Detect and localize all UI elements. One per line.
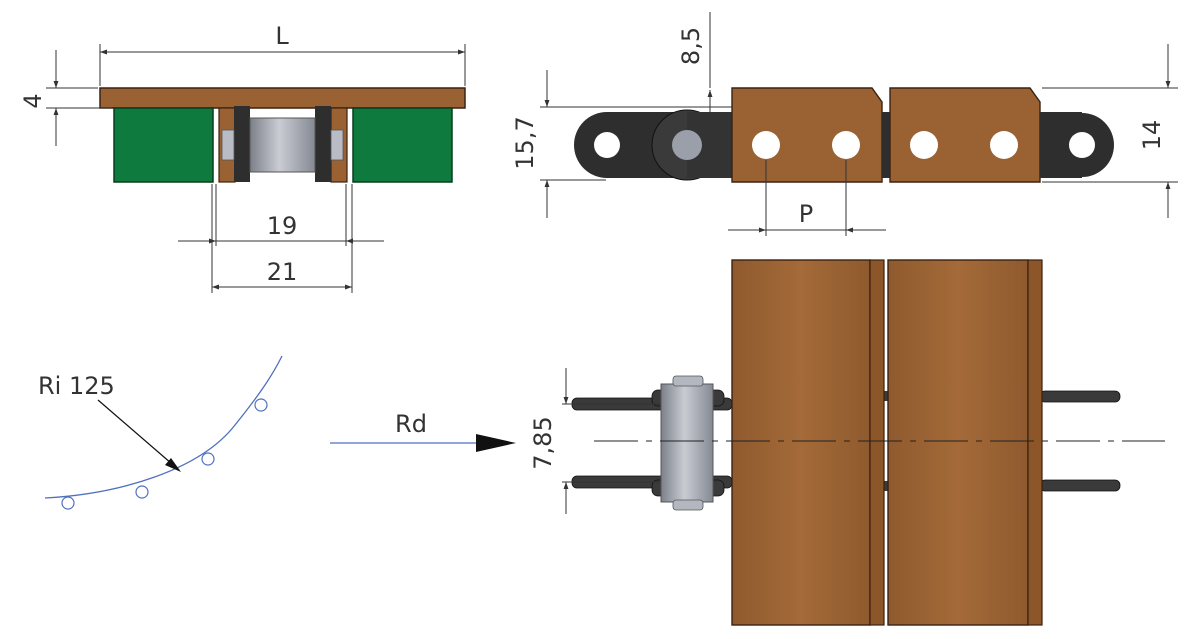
top-pin-cap (672, 375, 704, 387)
direction-arrow: Rd (330, 410, 516, 452)
plate2-hole-1 (910, 131, 938, 159)
dim-pitch-label: P (799, 200, 813, 228)
upper-link-rail-right (1039, 390, 1121, 403)
inner-radius-label: Ri 125 (38, 372, 115, 400)
curve-roller-3 (201, 452, 215, 466)
top-plate (99, 87, 466, 109)
side-view: 8,5 15,7 14 P (511, 12, 1178, 236)
curve-roller-4 (254, 398, 268, 412)
top-pin (660, 383, 714, 503)
curve-roller-2 (135, 485, 149, 499)
right-link-plate (315, 106, 331, 182)
top-pin-foot (672, 499, 704, 511)
roller-pin (249, 117, 316, 173)
side-plate-1 (731, 87, 883, 183)
plate1-hole-1 (752, 131, 780, 159)
top-plate-2 (887, 259, 1029, 626)
lower-link-rail-right (1039, 479, 1121, 492)
link-hole-right (1069, 132, 1095, 158)
upper-gap-link (880, 391, 892, 401)
side-plate-2 (889, 87, 1041, 183)
radius-arrowhead (165, 458, 181, 472)
left-link-plate (234, 106, 250, 182)
plate2-hole-2 (990, 131, 1018, 159)
top-view: 7,85 (529, 259, 1165, 626)
direction-arrowhead (476, 434, 516, 452)
lower-gap-link (880, 481, 892, 491)
dim-inner-width-label: 19 (267, 212, 298, 240)
plate1-hole-2 (832, 131, 860, 159)
dim-thickness-label: 4 (19, 93, 47, 108)
dim-length-label: L (275, 22, 289, 50)
top-plate-1-edge (869, 259, 885, 626)
inner-radius-curve (44, 355, 283, 499)
curve-roller-1 (61, 496, 75, 510)
radius-sketch: Ri 125 (38, 355, 283, 510)
pin-end-left (221, 129, 235, 161)
front-view: L 4 19 21 (19, 22, 466, 293)
top-plate-1 (731, 259, 871, 626)
pin-section (672, 130, 702, 160)
dim-outer-width-label: 21 (267, 258, 298, 286)
gap-link (882, 112, 890, 178)
right-pad (352, 107, 453, 183)
direction-label: Rd (395, 410, 427, 438)
link-hole-left (594, 132, 620, 158)
dim-plate-height-label: 14 (1138, 120, 1166, 151)
pin-end-right (330, 129, 344, 161)
radius-leader (97, 399, 180, 471)
dim-top-clearance-label: 8,5 (677, 27, 705, 65)
top-plate-2-edge (1027, 259, 1043, 626)
dim-pin-offset-label: 7,85 (529, 416, 557, 469)
left-pad (113, 107, 214, 183)
dim-link-height-label: 15,7 (511, 116, 539, 169)
